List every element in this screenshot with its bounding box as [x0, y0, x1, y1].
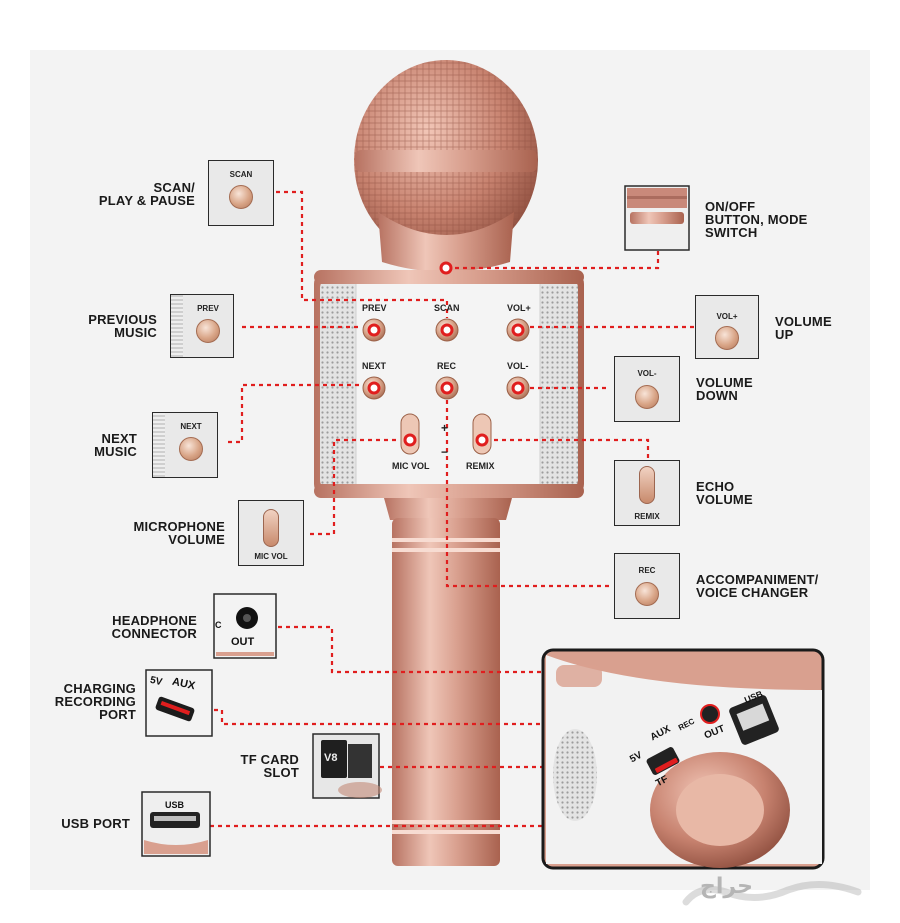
thumb-vol-down: VOL- — [614, 356, 680, 422]
thumb-scan: SCAN — [208, 160, 274, 226]
callout-accomp: ACCOMPANIMENT/ VOICE CHANGER — [696, 572, 819, 600]
thumb-next: NEXT — [152, 412, 218, 478]
remix-slider-icon — [639, 466, 655, 504]
thumb-next-label: NEXT — [180, 422, 202, 431]
body-label-vol-minus: VOL- — [507, 361, 529, 371]
thumb-scan-label: SCAN — [229, 170, 253, 179]
aux-thumb-art — [145, 669, 213, 737]
body-label-rec: REC — [437, 361, 457, 371]
thumb-mic-vol: MIC VOL — [238, 500, 304, 566]
callout-headphone: HEADPHONE CONNECTOR — [111, 613, 197, 641]
thumb-prev: PREV — [170, 294, 234, 358]
callout-usb: USB PORT — [61, 816, 130, 831]
usb-inset — [541, 648, 825, 870]
thumb-remix-label: REMIX — [634, 512, 660, 521]
grille-pattern — [171, 295, 183, 357]
body-label-prev: PREV — [362, 303, 387, 313]
callout-echo: ECHO VOLUME — [696, 479, 753, 507]
mic-vol-slider-icon — [263, 509, 279, 547]
thumb-usb-label: USB — [165, 800, 185, 810]
prev-button-icon — [196, 319, 220, 343]
next-button-icon — [179, 437, 203, 461]
headphone-thumb-art — [213, 593, 277, 659]
thumb-mic-vol-label: MIC VOL — [254, 552, 288, 561]
body-label-plus: + — [441, 421, 449, 435]
thumb-out-prefix: C — [215, 620, 222, 630]
callout-tf: TF CARD SLOT — [240, 752, 299, 780]
thumb-tf-brand: V8 — [324, 752, 338, 764]
callout-charging: CHARGING RECORDING PORT — [54, 681, 136, 722]
callout-next: NEXT MUSIC — [94, 431, 137, 459]
thumb-rec-label: REC — [638, 566, 656, 575]
callout-vol-down: VOLUME DOWN — [696, 375, 753, 403]
onoff-thumb-art — [624, 185, 690, 251]
usb-thumb-art — [141, 791, 211, 857]
body-label-scan: SCAN — [434, 303, 460, 313]
body-label-next: NEXT — [362, 361, 387, 371]
grille-pattern — [153, 413, 165, 477]
watermark-logo — [682, 880, 862, 906]
thumb-out-label: OUT — [231, 636, 255, 648]
callout-vol-up: VOLUME UP — [775, 314, 832, 342]
callout-onoff: ON/OFF BUTTON, MODE SWITCH — [705, 199, 808, 240]
thumb-remix: REMIX — [614, 460, 680, 526]
body-label-minus: − — [441, 445, 449, 459]
callout-mic-vol: MICROPHONE VOLUME — [133, 519, 225, 547]
thumb-vol-down-label: VOL- — [637, 369, 657, 378]
mic-head — [354, 60, 538, 272]
body-buttons — [362, 318, 530, 455]
thumb-rec: REC — [614, 553, 680, 619]
tf-thumb-art — [312, 733, 382, 799]
scan-button-icon — [229, 185, 253, 209]
mic-handle — [384, 498, 512, 866]
rec-button-icon — [635, 582, 659, 606]
body-label-vol-plus: VOL+ — [507, 303, 531, 313]
vol-down-button-icon — [635, 385, 659, 409]
body-label-mic-vol: MIC VOL — [392, 461, 430, 471]
thumb-vol-up: VOL+ — [695, 295, 759, 359]
thumb-aux-5v: 5V — [148, 674, 164, 689]
anchor-dots — [367, 261, 525, 447]
body-label-remix: REMIX — [466, 461, 495, 471]
thumb-vol-up-label: VOL+ — [716, 312, 738, 321]
vol-up-button-icon — [715, 326, 739, 350]
watermark-text: حراج — [700, 874, 753, 899]
callout-scan: SCAN/ PLAY & PAUSE — [98, 180, 195, 208]
thumb-prev-label: PREV — [197, 304, 219, 313]
callout-prev: PREVIOUS MUSIC — [88, 312, 157, 340]
